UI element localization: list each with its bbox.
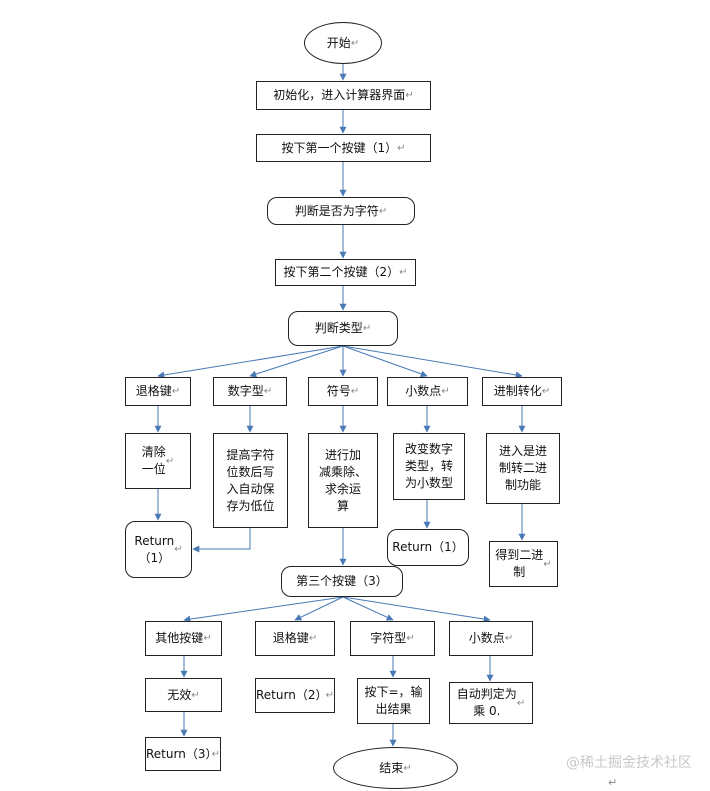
invalid-node: 无效↵ [145,678,222,712]
judge-type-label: 判断类型 [314,321,363,335]
char-label: 字符型 [370,631,407,645]
backspace2-node: 退格键↵ [255,621,335,656]
paragraph-mark-icon: ↵ [263,386,273,397]
press2-node: 按下第二个按键（2）↵ [275,259,416,286]
digit-action-label: 提高字符 位数后写 入自动保 存为低位 [226,447,275,513]
paragraph-mark-icon: ↵ [174,544,183,555]
symbol-action-label: 进行加 减乘除、 求余运 算 [318,447,367,513]
return3-node: Return（3）↵ [145,737,221,771]
auto-mult-node: 自动判定为 乘 0.↵ [449,682,533,724]
return1a-node: Return （1）↵ [125,521,192,578]
backspace2-label: 退格键 [272,631,309,645]
other-label: 其他按键 [155,631,204,645]
init-node: 初始化，进入计算器界面↵ [256,81,431,110]
clear-node: 清除 一位↵ [125,433,191,489]
decimal2-node: 小数点↵ [449,621,533,656]
paragraph-mark-icon: ↵ [191,689,200,701]
paragraph-mark-icon: ↵ [608,776,618,789]
paragraph-mark-icon: ↵ [399,267,408,278]
arrow-type-digit [249,345,344,378]
decimal2-label: 小数点 [468,631,505,645]
judge-char-label: 判断是否为字符 [294,203,379,218]
press2-label: 按下第二个按键（2） [283,265,400,279]
invalid-label: 无效 [167,687,192,702]
paragraph-mark-icon: ↵ [504,633,514,644]
return1a-label: Return （1） [134,533,175,565]
paragraph-mark-icon: ↵ [350,37,360,49]
decimal-action-label: 改变数字 类型，转 为小数型 [404,442,453,490]
paragraph-mark-icon: ↵ [405,90,414,101]
arrow-digit-return1a [192,528,251,553]
start-node: 开始↵ [304,22,382,64]
press3-label: 第三个按键（3） [296,574,388,588]
press3-node: 第三个按键（3） [281,566,403,597]
decimal1-node: 小数点↵ [387,377,468,406]
paragraph-mark-icon: ↵ [516,697,526,709]
digit-action-node: 提高字符 位数后写 入自动保 存为低位 [213,433,288,528]
paragraph-mark-icon: ↵ [325,690,334,701]
watermark: @稀土掘金技术社区 [566,755,692,771]
paragraph-mark-icon: ↵ [543,558,552,570]
paragraph-mark-icon: ↵ [308,633,318,644]
judge-type-node: 判断类型↵ [288,311,398,346]
symbol-node: 符号↵ [308,377,378,406]
radix-action-node: 进入是进 制转二进 制功能 [486,433,560,504]
output-node: 按下=，输 出结果 [357,678,430,724]
char-node: 字符型↵ [350,621,435,656]
arrow-type-decimal1 [342,345,428,378]
paragraph-mark-icon: ↵ [403,762,412,774]
end-node: 结束↵ [333,747,458,789]
backspace1-node: 退格键↵ [125,377,191,406]
arrow-type-radix [342,345,523,379]
arrow-press3-backspace2 [294,596,344,621]
backspace1-label: 退格键 [135,384,172,398]
paragraph-mark-icon: ↵ [211,748,220,760]
judge-char-node: 判断是否为字符↵ [267,197,415,225]
paragraph-mark-icon: ↵ [362,323,372,334]
paragraph-mark-icon: ↵ [165,455,175,467]
return3-label: Return（3） [146,746,218,761]
end-label: 结束 [379,760,404,775]
paragraph-mark-icon: ↵ [350,386,360,397]
other-node: 其他按键↵ [145,621,222,656]
return1b-label: Return（1） [392,540,464,554]
decimal1-label: 小数点 [405,384,442,398]
return1b-node: Return（1） [387,529,469,566]
paragraph-mark-icon: ↵ [441,386,450,397]
init-label: 初始化，进入计算器界面 [273,88,406,102]
decimal-action-node: 改变数字 类型，转 为小数型 [393,433,465,500]
auto-mult-label: 自动判定为 乘 0. [456,687,517,718]
start-label: 开始 [326,35,351,50]
symbol-action-node: 进行加 减乘除、 求余运 算 [308,433,378,528]
radix-label: 进制转化 [493,384,542,398]
arrow-press3-other [183,596,344,623]
press1-label: 按下第一个按键（1） [281,140,398,155]
arrow-press3-char [342,596,394,621]
return2-label: Return（2） [256,688,328,702]
output-label: 按下=，输 出结果 [364,685,423,716]
radix-node: 进制转化↵ [482,377,562,406]
arrow-type-backspace1 [157,345,344,379]
digit-label: 数字型 [227,384,264,398]
paragraph-mark-icon: ↵ [541,386,551,397]
binary-node: 得到二进 制↵ [489,541,558,587]
paragraph-mark-icon: ↵ [406,633,415,644]
clear-label: 清除 一位 [141,445,166,476]
paragraph-mark-icon: ↵ [378,205,388,217]
press1-node: 按下第一个按键（1）↵ [256,134,431,162]
arrow-press3-decimal2 [342,596,491,623]
symbol-label: 符号 [326,384,351,398]
digit-node: 数字型↵ [213,377,287,406]
radix-action-label: 进入是进 制转二进 制功能 [498,444,547,492]
paragraph-mark-icon: ↵ [171,386,181,397]
return2-node: Return（2）↵ [255,678,335,713]
binary-label: 得到二进 制 [495,548,544,579]
paragraph-mark-icon: ↵ [397,142,406,154]
paragraph-mark-icon: ↵ [203,633,212,644]
